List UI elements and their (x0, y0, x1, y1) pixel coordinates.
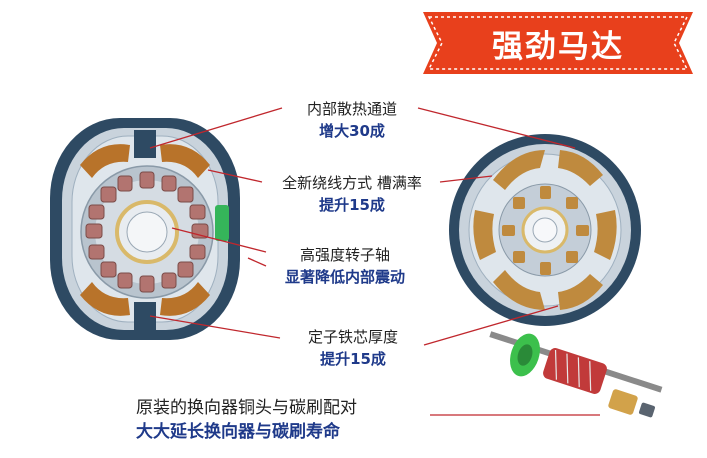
callout-commutator-value: 大大延长换向器与碳刷寿命 (136, 422, 340, 442)
callout-stator-thickness-title: 定子铁芯厚度 (307, 328, 398, 346)
callout-winding-method-value: 提升15成 (319, 196, 385, 214)
callout-winding-method-title: 全新绕线方式 槽满率 (282, 174, 422, 192)
callout-commutator-title: 原装的换向器铜头与碳刷配对 (136, 398, 357, 418)
banner-ribbon-icon (423, 12, 693, 74)
callout-winding-method: 全新绕线方式 槽满率 提升15成 (262, 172, 442, 216)
motor-cross-section-left-icon (50, 118, 240, 340)
callout-cooling-channel-title: 内部散热通道 (306, 100, 397, 118)
callout-cooling-channel-value: 增大30成 (319, 122, 385, 140)
callout-stator-thickness: 定子铁芯厚度 提升15成 (290, 326, 416, 370)
callout-stator-thickness-value: 提升15成 (320, 350, 386, 368)
motor-cross-section-right-icon (449, 134, 641, 326)
callout-rotor-shaft: 高强度转子轴 显著降低内部震动 (270, 244, 420, 288)
callout-rotor-shaft-value: 显著降低内部震动 (284, 268, 405, 286)
callout-commutator: 原装的换向器铜头与碳刷配对 大大延长换向器与碳刷寿命 (136, 396, 357, 444)
title-banner: 强劲马达 (423, 12, 693, 74)
callout-cooling-channel: 内部散热通道 增大30成 (292, 98, 412, 142)
banner-title: 强劲马达 (492, 28, 624, 65)
armature-rotor-icon (489, 331, 663, 418)
leader-lines (149, 107, 600, 416)
callout-rotor-shaft-title: 高强度转子轴 (299, 246, 390, 264)
